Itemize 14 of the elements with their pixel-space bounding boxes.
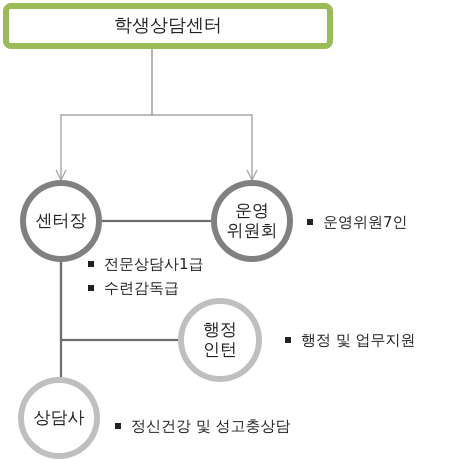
arrow	[151, 49, 258, 181]
node-label: 운영 위원회	[226, 200, 278, 242]
bullet-text: 운영위원7인	[323, 212, 408, 232]
title-box	[3, 3, 333, 49]
connector-line	[102, 220, 211, 222]
node-label: 학생상담센터	[114, 15, 222, 37]
connector-line	[60, 262, 62, 377]
bullet-text: 수련감독급	[104, 278, 179, 298]
node-label: 상담사	[34, 408, 84, 428]
node-label: 행정 인턴	[202, 320, 238, 360]
bullet-text: 행정 및 업무지원	[301, 330, 416, 350]
bullet-text: 정신건강 및 성고충상담	[131, 416, 291, 436]
bullet-text: 전문상담사1급	[104, 254, 204, 274]
node-label: 센터장	[36, 210, 86, 232]
